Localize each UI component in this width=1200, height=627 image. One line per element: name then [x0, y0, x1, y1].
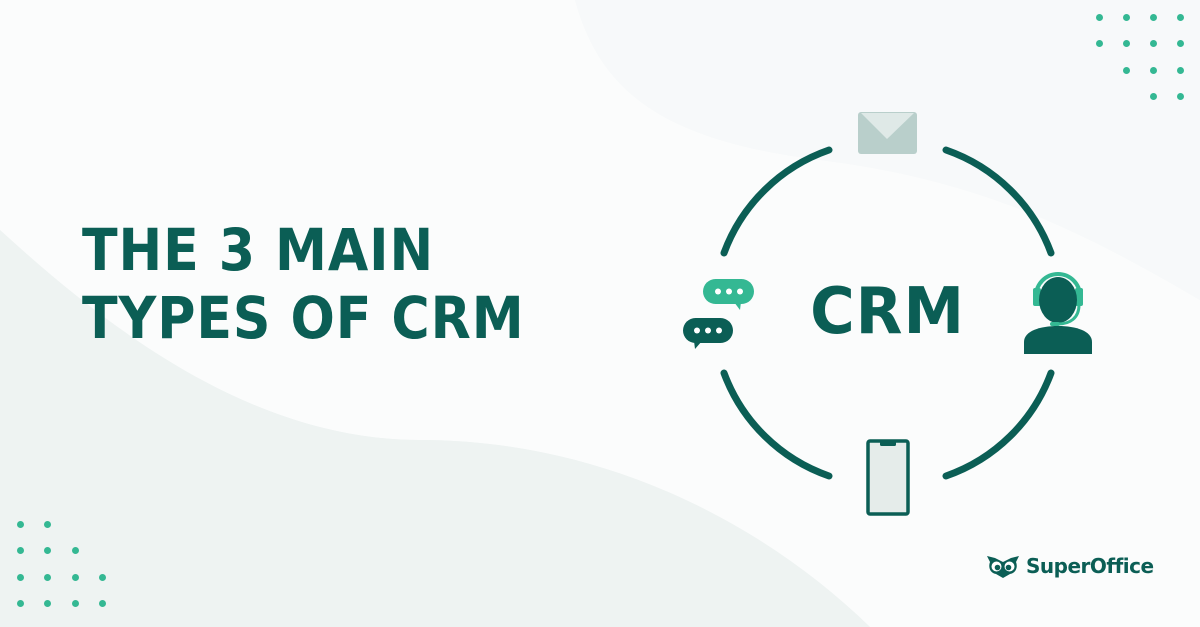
decor-dot [1177, 93, 1184, 100]
decor-dot [44, 547, 51, 554]
decor-dot [72, 547, 79, 554]
decor-dot [1150, 40, 1157, 47]
decor-dot [1150, 93, 1157, 100]
decor-dot [99, 574, 106, 581]
decor-dot [1150, 67, 1157, 74]
title-line-2: TYPES OF CRM [82, 284, 525, 352]
decor-dot [1096, 14, 1103, 21]
arc-top-right [942, 146, 1055, 257]
decor-dot [1123, 67, 1130, 74]
agent-headset-icon [1024, 272, 1092, 354]
decor-dot [17, 521, 24, 528]
arc-bottom-left [720, 369, 833, 480]
decor-dot [72, 574, 79, 581]
decor-dot [1123, 14, 1130, 21]
decor-dot [44, 600, 51, 607]
decor-dot [17, 574, 24, 581]
brand-name: SuperOffice [1026, 554, 1154, 578]
decor-dot [99, 600, 106, 607]
page-title: THE 3 MAIN TYPES OF CRM [82, 216, 525, 352]
arc-top-left [720, 146, 833, 257]
decor-dot [72, 600, 79, 607]
decor-dot [17, 547, 24, 554]
cycle-arcs [720, 146, 1055, 480]
chat-bubbles-icon [683, 279, 754, 349]
decor-dot [17, 600, 24, 607]
decor-dot [1150, 14, 1157, 21]
decor-dot [1123, 40, 1130, 47]
decor-dot [44, 574, 51, 581]
decor-dot [1177, 40, 1184, 47]
brand-logo: SuperOffice [986, 553, 1154, 579]
decor-dot [1177, 67, 1184, 74]
decor-dot [1177, 14, 1184, 21]
title-line-1: THE 3 MAIN [82, 216, 435, 284]
crm-center-label: CRM [810, 275, 965, 349]
decor-dot [1096, 40, 1103, 47]
email-icon [858, 112, 917, 154]
owl-logo-icon [987, 556, 1019, 578]
mobile-phone-icon [866, 439, 910, 516]
arc-bottom-right [942, 369, 1055, 480]
decor-dot [44, 521, 51, 528]
